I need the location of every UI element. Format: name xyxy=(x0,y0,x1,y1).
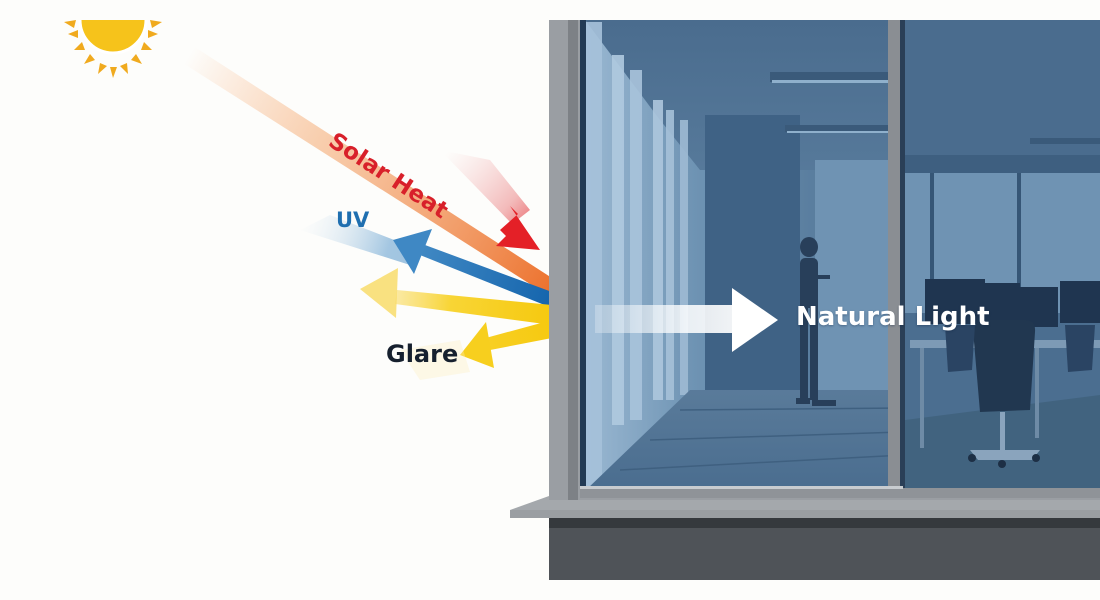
sun-icon xyxy=(64,19,162,78)
uv-arrow-icon xyxy=(300,215,552,308)
natural-light-label: Natural Light xyxy=(796,302,990,332)
natural-light-arrow-icon xyxy=(595,288,778,352)
uv-label: UV xyxy=(336,208,370,232)
solar-heat-arrow-icon xyxy=(440,150,540,250)
office-chair xyxy=(968,320,1040,468)
glare-label: Glare xyxy=(386,340,459,368)
person-figure xyxy=(796,237,836,406)
solar-beam xyxy=(178,44,552,298)
building xyxy=(510,20,1100,580)
glare-arrow-icon xyxy=(360,268,552,380)
